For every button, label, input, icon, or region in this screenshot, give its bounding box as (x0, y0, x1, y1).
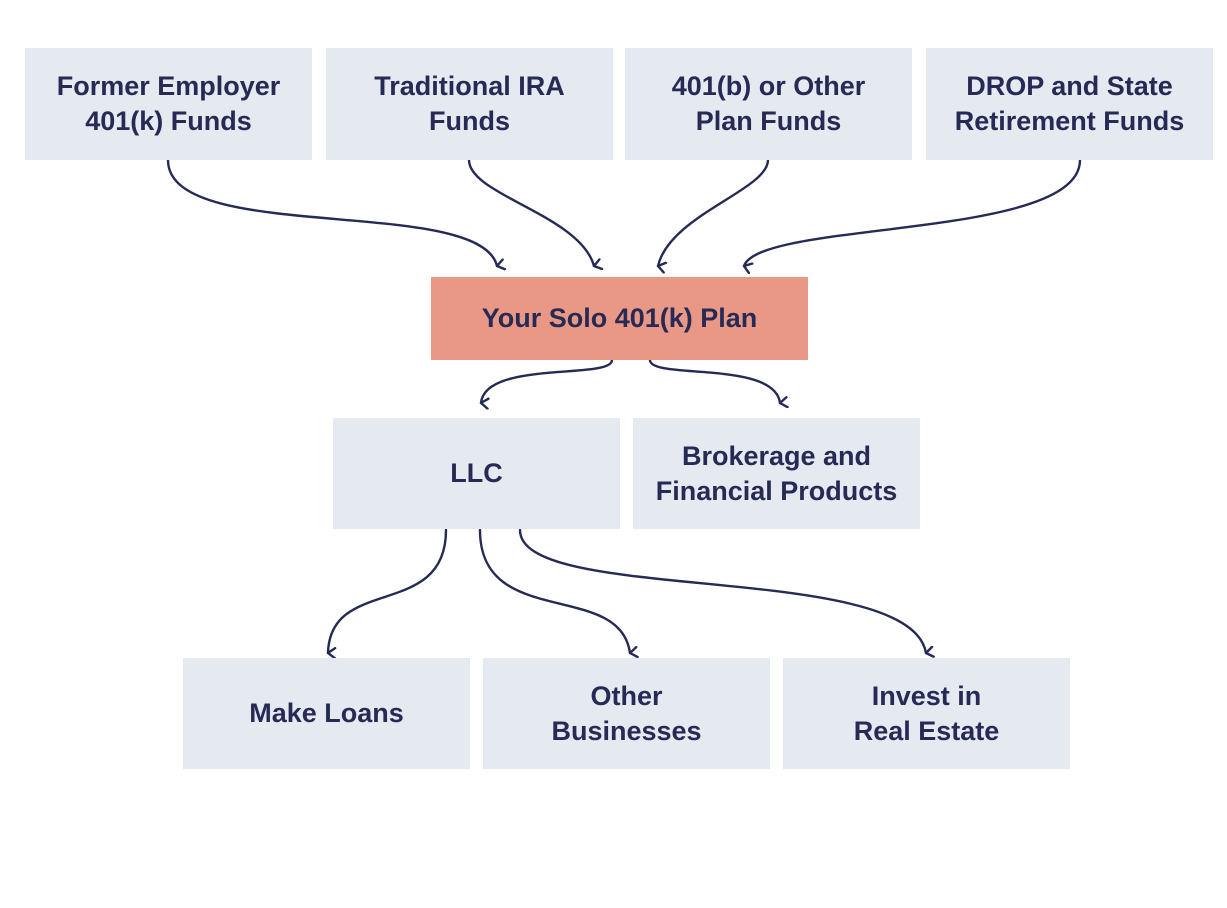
llc-box: LLC (333, 418, 620, 529)
arrow-llc-to-real-estate (518, 528, 926, 653)
invest-real-estate-box: Invest in Real Estate (783, 658, 1070, 769)
arrow-drop-state-to-plan (742, 158, 1082, 266)
drop-state-label-line1: DROP and State (966, 71, 1173, 101)
401b-other-plan-box: 401(b) or Other Plan Funds (625, 48, 912, 160)
other-businesses-label-line1: Other (590, 680, 663, 711)
brokerage-financial-products-box: Brokerage and Financial Products (633, 418, 920, 529)
former-employer-401k-box: Former Employer 401(k) Funds (25, 48, 312, 160)
arrow-plan-to-brokerage (648, 358, 780, 403)
arrow-llc-to-make-loans (326, 528, 448, 653)
solo-401k-plan-box: Your Solo 401(k) Plan (431, 277, 808, 360)
arrow-401b-to-plan (656, 158, 770, 266)
other-businesses-box: Other Businesses (483, 658, 770, 769)
solo-401k-plan-label: Your Solo 401(k) Plan (481, 303, 758, 333)
brokerage-label-line2: Financial Products (655, 475, 898, 506)
other-businesses-label-line2: Businesses (551, 715, 702, 746)
llc-label: LLC (450, 458, 503, 488)
401b-label-line1: 401(b) or Other (671, 71, 866, 101)
real-estate-label-line2: Real Estate (853, 715, 1000, 746)
traditional-ira-label-line1: Traditional IRA (374, 71, 565, 101)
arrow-plan-to-llc (479, 358, 614, 403)
make-loans-box: Make Loans (183, 658, 470, 769)
former-employer-label-line2: 401(k) Funds (85, 106, 252, 136)
traditional-ira-label-line2: Funds (429, 106, 510, 136)
arrow-former-employer-to-plan (166, 158, 497, 266)
401b-label-line2: Plan Funds (695, 106, 842, 136)
former-employer-label-line1: Former Employer (56, 71, 281, 101)
drop-state-label-line2: Retirement Funds (954, 106, 1185, 136)
make-loans-label: Make Loans (249, 698, 404, 728)
arrow-llc-to-other-businesses (478, 528, 630, 653)
real-estate-label-line1: Invest in (871, 680, 982, 711)
traditional-ira-box: Traditional IRA Funds (326, 48, 613, 160)
brokerage-label-line1: Brokerage and (681, 440, 872, 471)
arrow-traditional-ira-to-plan (467, 158, 594, 266)
drop-state-retirement-box: DROP and State Retirement Funds (926, 48, 1213, 160)
